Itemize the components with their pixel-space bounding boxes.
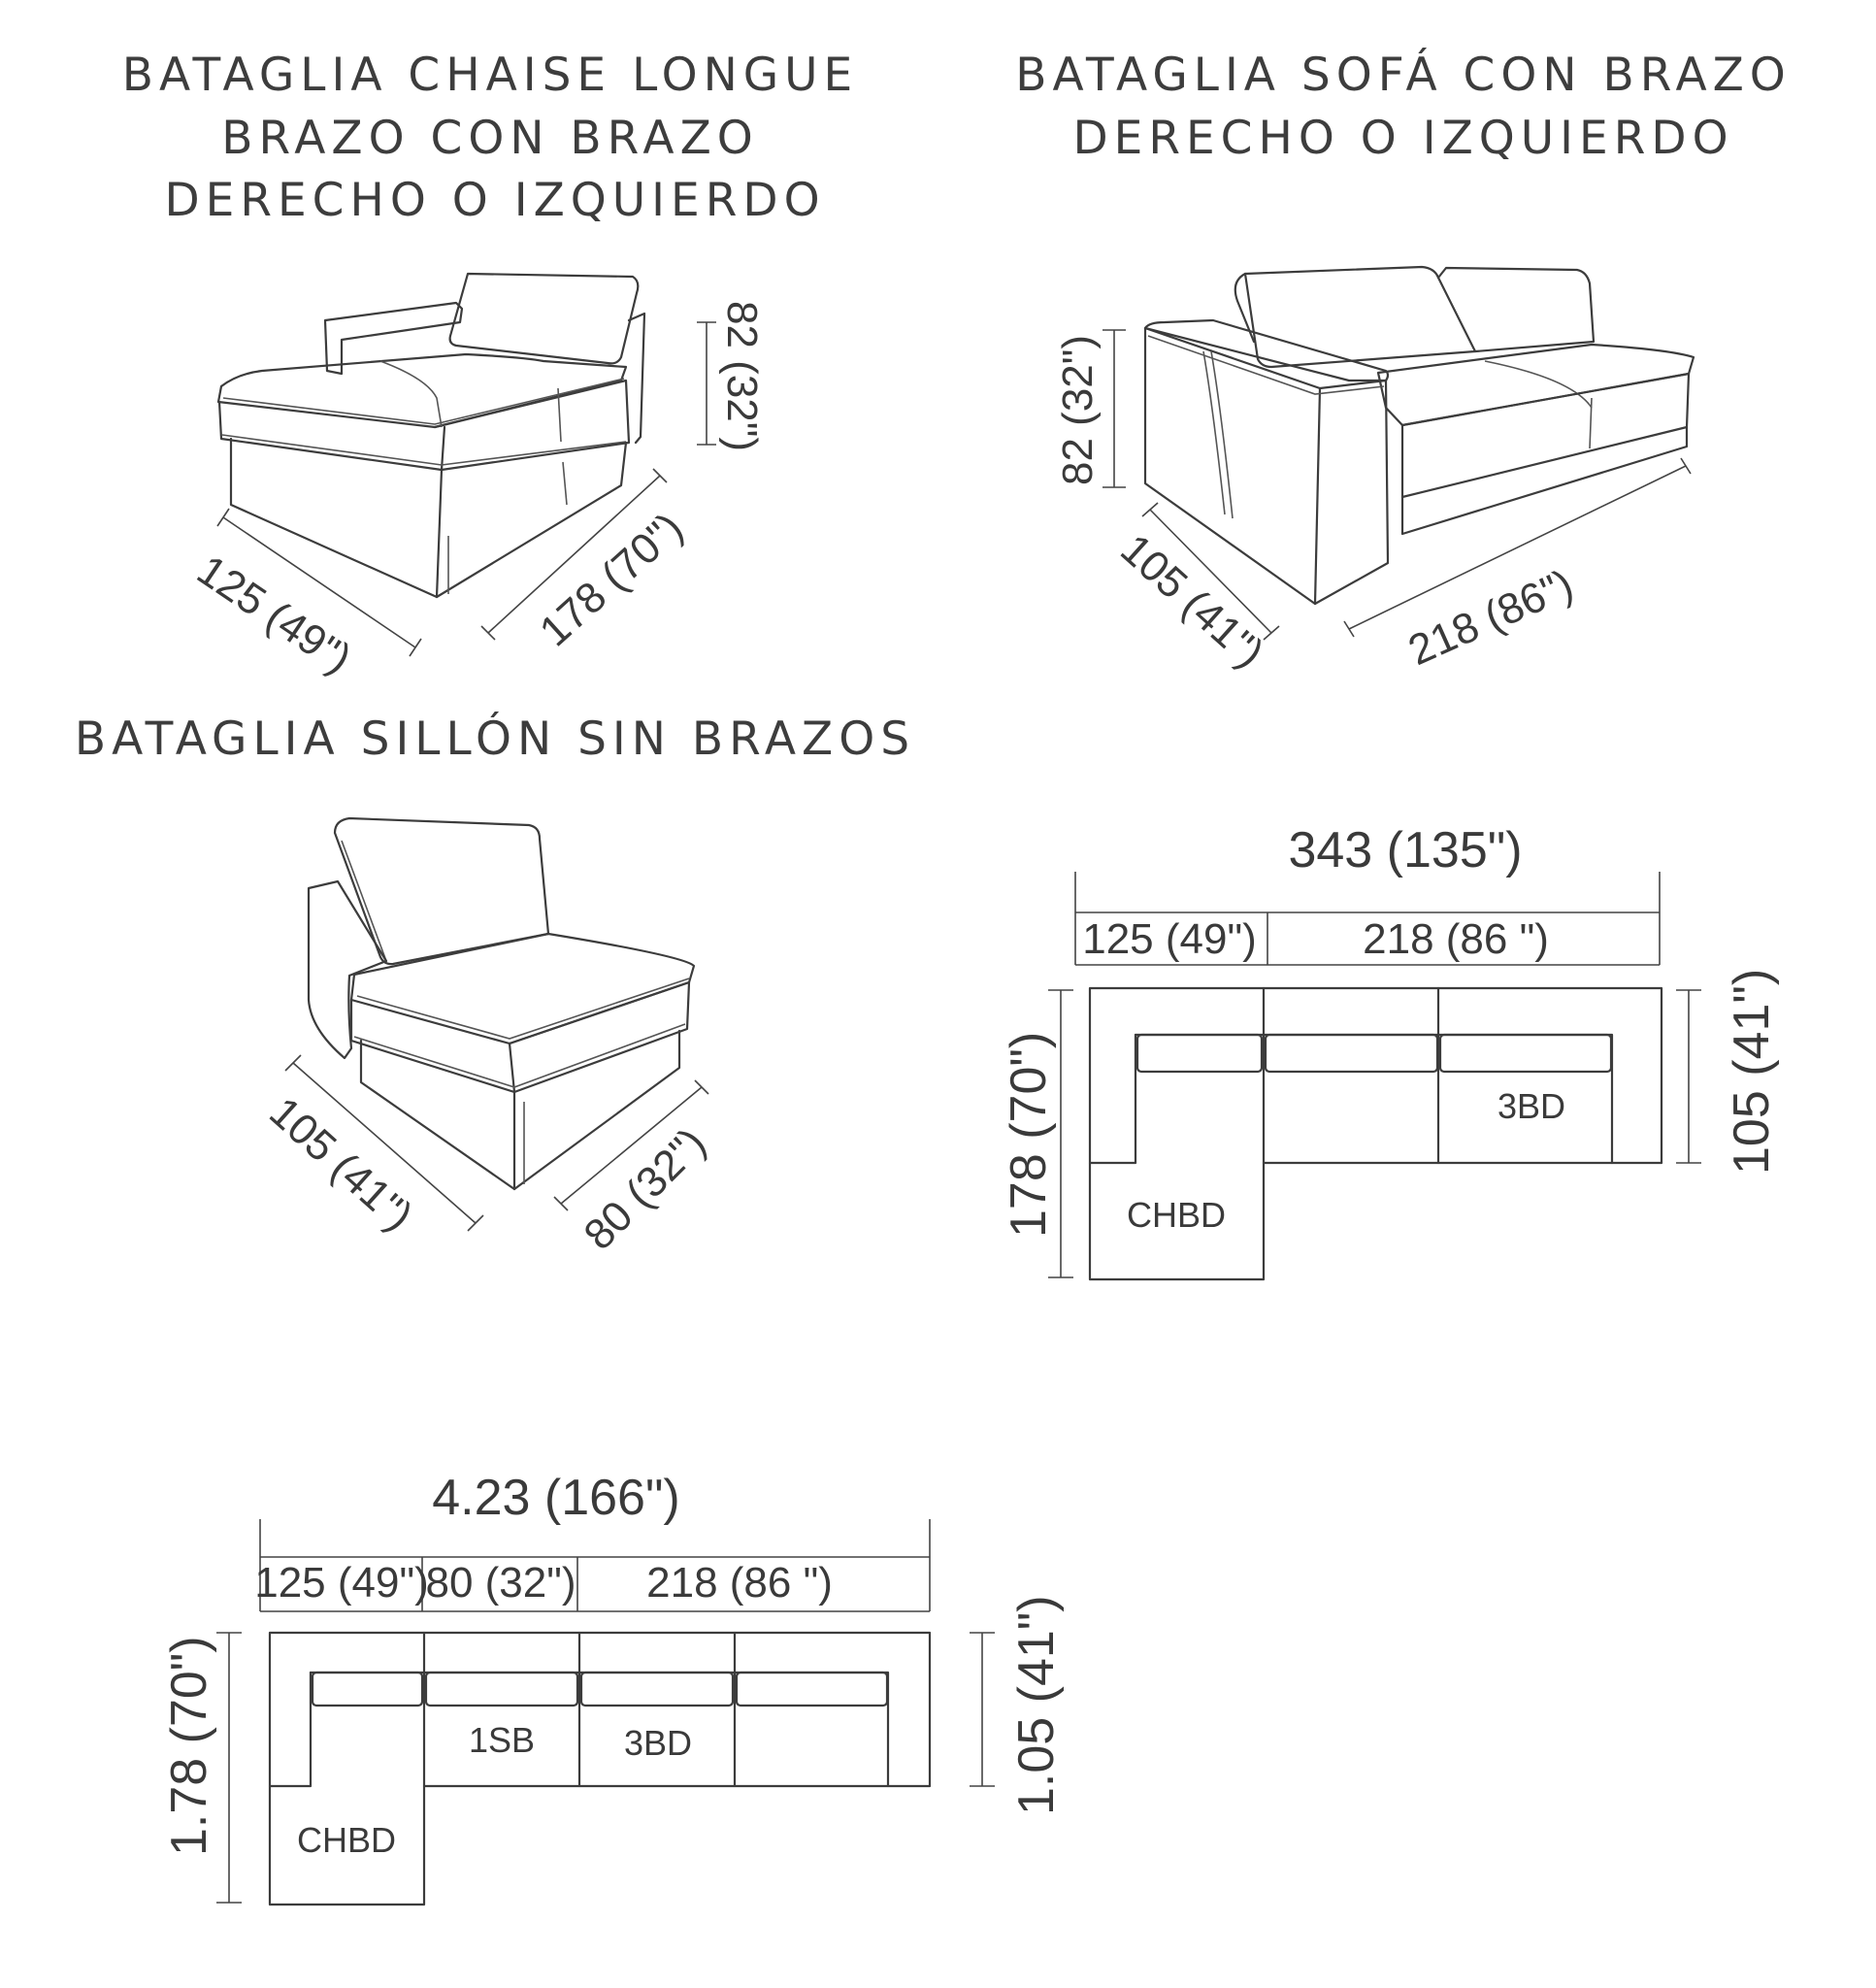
plan2-seg3-label: 218 (86 ")	[646, 1559, 833, 1607]
plan2-seg1-label: 125 (49")	[254, 1559, 429, 1607]
plan1-module-3bd: 3BD	[1498, 1086, 1565, 1126]
sofa-dimension-lines	[1103, 329, 1692, 641]
armless-width-label: 105 (41")	[260, 1088, 421, 1241]
chaise-title-line-2: BRAZO CON BRAZO	[221, 112, 759, 165]
plan2-left-label: 1.78 (70")	[161, 1636, 217, 1856]
chaise-longue-drawing	[216, 272, 646, 599]
plan2-seg2-label: 80 (32")	[425, 1559, 576, 1607]
plan-1: 343 (135") 125 (49") 218 (86 ") 3BD CHBD…	[1001, 822, 1780, 1281]
chaise-title-line-1: BATAGLIA CHAISE LONGUE	[122, 49, 859, 102]
plan-2: 4.23 (166") 125 (49") 80 (32") 218 (86 "…	[161, 1470, 1065, 1906]
plan1-left-label: 178 (70")	[1001, 1032, 1057, 1238]
plan2-module-3bd: 3BD	[624, 1723, 692, 1763]
plan1-right-label: 105 (41")	[1724, 969, 1780, 1175]
chaise-height-label: 82 (32")	[718, 301, 766, 451]
chaise-width-label: 125 (49")	[188, 547, 359, 683]
sofa-height-label: 82 (32")	[1054, 335, 1102, 485]
plan2-total-label: 4.23 (166")	[432, 1470, 680, 1526]
armless-title: BATAGLIA SILLÓN SIN BRAZOS	[75, 712, 915, 766]
armless-dimension-lines	[284, 1054, 709, 1232]
armless-depth-label: 80 (32")	[575, 1119, 714, 1259]
sofa-title-line-1: BATAGLIA SOFÁ CON BRAZO	[1015, 49, 1792, 102]
plan1-seg2-label: 218 (86 ")	[1363, 915, 1549, 963]
sofa-with-arm-drawing	[1143, 265, 1695, 606]
armless-chair-drawing	[307, 816, 696, 1191]
sofa-depth-label: 105 (41")	[1111, 525, 1272, 678]
sofa-title-line-2: DERECHO O IZQUIERDO	[1072, 112, 1733, 165]
plan1-module-chbd: CHBD	[1127, 1195, 1226, 1235]
plan1-total-label: 343 (135")	[1288, 822, 1522, 878]
sofa-width-label: 218 (86")	[1401, 560, 1580, 675]
plan2-module-1sb: 1SB	[469, 1720, 535, 1760]
chaise-dimension-lines	[216, 321, 716, 657]
plan2-right-label: 1.05 (41")	[1008, 1595, 1065, 1815]
plan1-seg1-label: 125 (49")	[1082, 915, 1257, 963]
plan2-module-chbd: CHBD	[297, 1820, 396, 1860]
chaise-title-line-3: DERECHO O IZQUIERDO	[164, 174, 825, 227]
